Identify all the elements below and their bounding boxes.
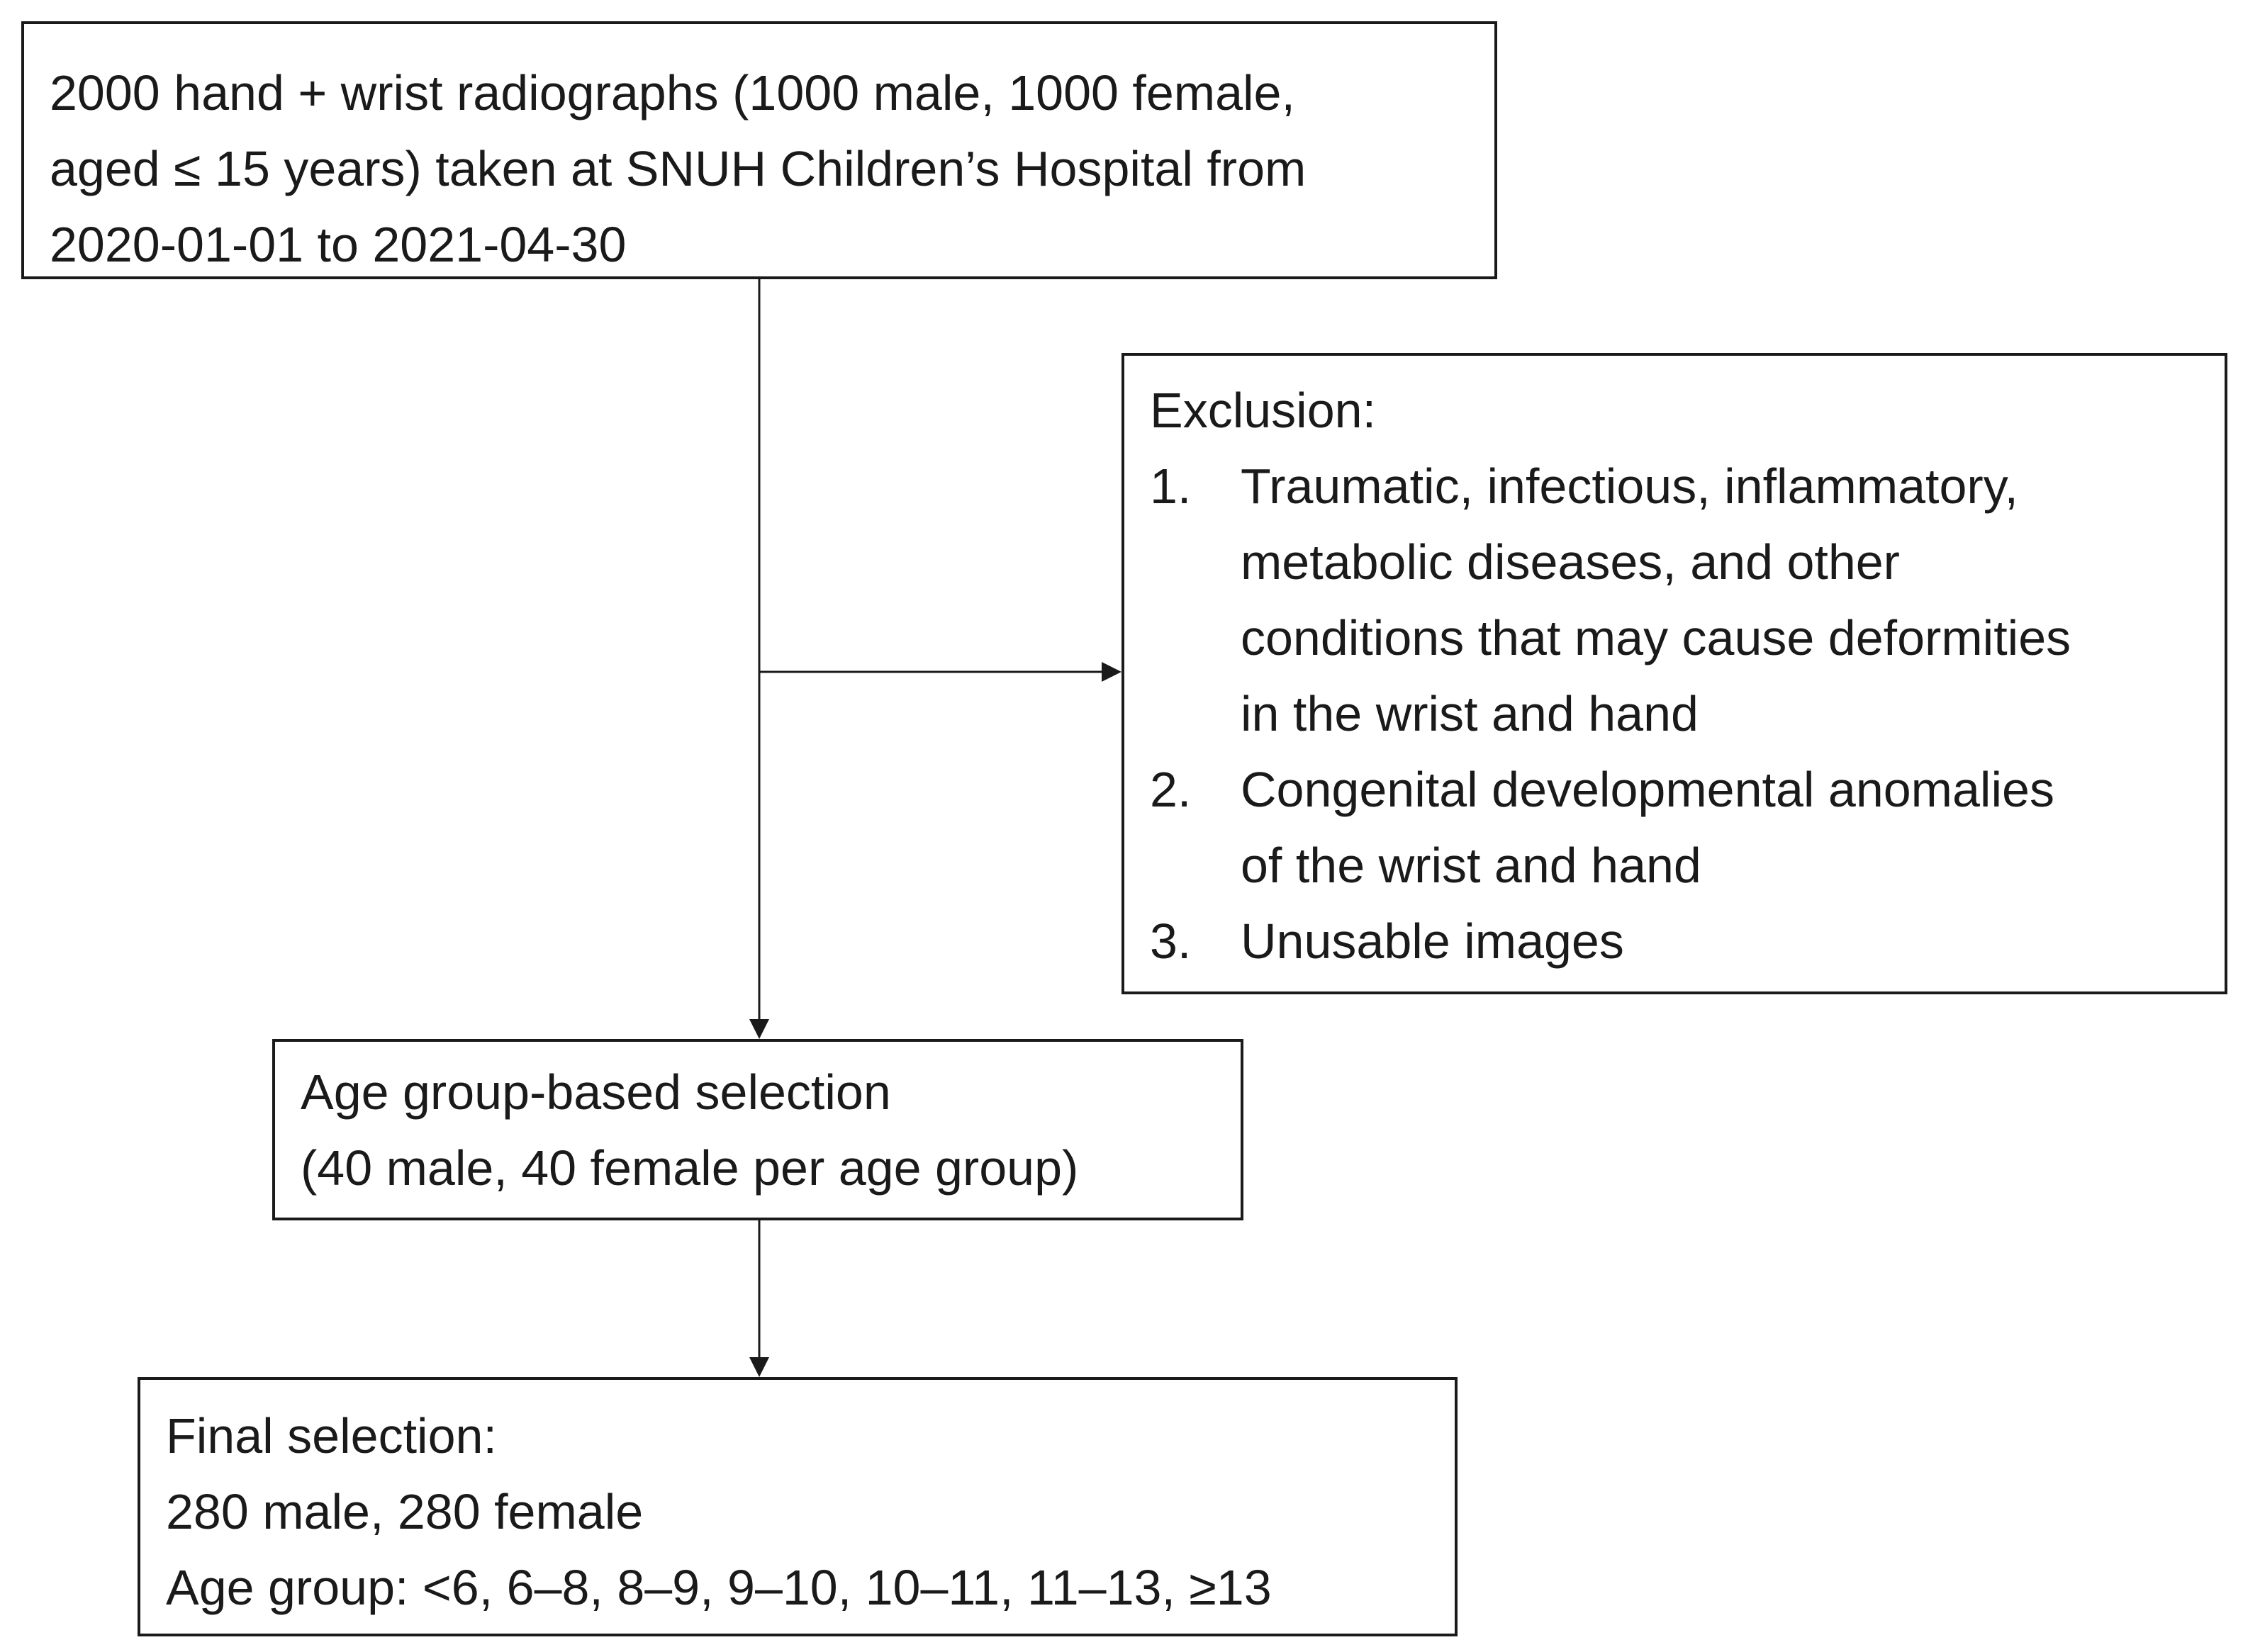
source-population-box: 2000 hand + wrist radiographs (1000 male… — [21, 21, 1497, 279]
final-selection-box: Final selection: 280 male, 280 female Ag… — [138, 1377, 1458, 1636]
exclusion-item-1-line-1: Traumatic, infectious, inflammatory, — [1241, 459, 2018, 514]
final-box-line-2: 280 male, 280 female — [166, 1484, 644, 1539]
exclusion-item-number: 2. — [1150, 762, 1192, 817]
source-line-1: 2000 hand + wrist radiographs (1000 male… — [50, 65, 1295, 120]
final-box-line-1: Final selection: — [166, 1408, 497, 1463]
age-box-line-2: (40 male, 40 female per age group) — [301, 1140, 1079, 1196]
age-box-line-1: Age group-based selection — [301, 1064, 891, 1120]
exclusion-item-1: 1. Traumatic, infectious, inflammatory, … — [1150, 449, 2225, 752]
exclusion-item-1-line-2: metabolic diseases, and other — [1241, 534, 1900, 590]
age-group-selection-box: Age group-based selection (40 male, 40 f… — [272, 1039, 1243, 1220]
arrow-to-age-box — [749, 1019, 769, 1039]
exclusion-item-2-line-1: Congenital developmental anomalies — [1241, 762, 2054, 817]
exclusion-item-1-line-4: in the wrist and hand — [1241, 686, 1699, 741]
exclusion-item-3: 3. Unusable images — [1150, 904, 2225, 979]
exclusion-item-number: 1. — [1150, 459, 1192, 514]
exclusion-item-number: 3. — [1150, 914, 1192, 969]
final-box-line-3: Age group: <6, 6–8, 8–9, 9–10, 10–11, 11… — [166, 1560, 1272, 1615]
exclusion-criteria-box: Exclusion: 1. Traumatic, infectious, inf… — [1122, 353, 2227, 994]
arrow-to-exclusion-box — [1102, 662, 1122, 682]
source-line-3: 2020-01-01 to 2021-04-30 — [50, 217, 627, 272]
exclusion-heading: Exclusion: — [1150, 383, 1377, 438]
arrow-to-final-box — [749, 1357, 769, 1377]
source-line-2: aged ≤ 15 years) taken at SNUH Children’… — [50, 141, 1307, 196]
exclusion-item-2-line-2: of the wrist and hand — [1241, 838, 1701, 893]
exclusion-item-2: 2. Congenital developmental anomalies of… — [1150, 752, 2225, 904]
exclusion-item-3-line-1: Unusable images — [1241, 914, 1624, 969]
exclusion-item-1-line-3: conditions that may cause deformities — [1241, 610, 2071, 665]
